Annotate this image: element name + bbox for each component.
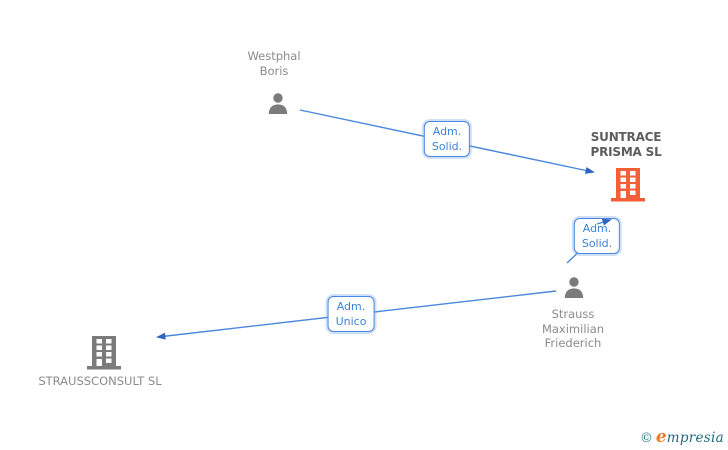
person-icon-strauss[interactable]: [562, 276, 586, 300]
person-icon-westphal[interactable]: [266, 92, 290, 116]
edge-label-line: Unico: [335, 315, 367, 328]
logo-brand-initial: e: [655, 427, 667, 447]
edge-label-line: Adm.: [432, 125, 462, 138]
label-line: Strauss: [551, 307, 595, 321]
edge-label-adm-solid-westphal: Adm. Solid.: [423, 121, 471, 157]
label-strauss-maximilian-friederich[interactable]: Strauss Maximilian Friederich: [542, 307, 604, 351]
label-straussconsult-sl[interactable]: STRAUSSCONSULT SL: [38, 374, 161, 389]
label-line: Boris: [259, 63, 289, 78]
edge-label-line: Adm.: [336, 300, 366, 313]
label-line: Maximilian: [541, 321, 605, 336]
copyright-icon: ©: [639, 431, 653, 446]
label-westphal-boris[interactable]: Westphal Boris: [247, 49, 300, 78]
company-icon-suntrace[interactable]: [610, 168, 646, 202]
edge-label-line: Solid.: [581, 237, 613, 250]
label-line: SUNTRACE: [590, 130, 662, 144]
edge-label-line: Solid.: [431, 140, 463, 153]
empresia-logo[interactable]: ©empresia: [640, 427, 724, 447]
label-line: Friederich: [544, 336, 602, 350]
edge-strauss-to-suntrace-arrowhead: [596, 218, 612, 226]
label-line: Westphal: [247, 49, 301, 63]
label-suntrace-prisma-sl[interactable]: SUNTRACE PRISMA SL: [590, 130, 661, 160]
company-icon-straussconsult[interactable]: [86, 336, 122, 370]
edge-label-adm-unico: Adm. Unico: [327, 296, 375, 332]
logo-brand-rest: mpresia: [666, 430, 724, 446]
label-line: STRAUSSCONSULT SL: [38, 374, 162, 388]
label-line: PRISMA SL: [590, 145, 662, 159]
